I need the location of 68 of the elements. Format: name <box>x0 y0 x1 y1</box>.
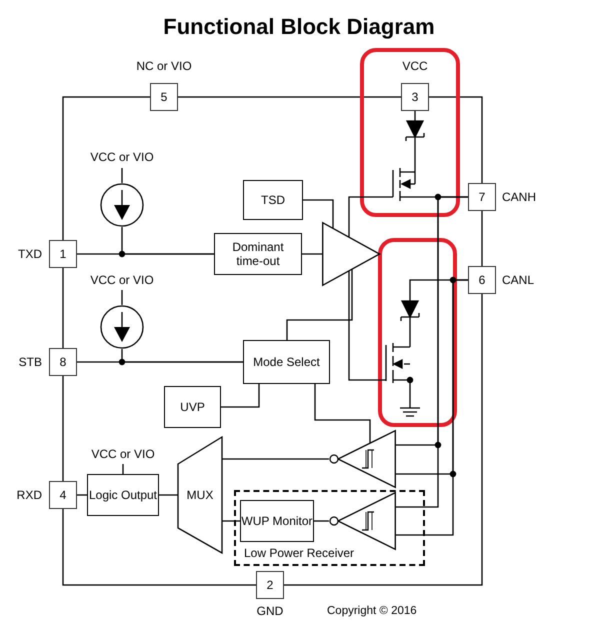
wire <box>314 384 371 443</box>
pin-number: 7 <box>478 190 486 204</box>
pin-label: VCC <box>402 59 428 73</box>
block-box <box>87 474 159 516</box>
wire <box>409 279 468 295</box>
pin-label: TXD <box>18 247 42 261</box>
supply-label: VCC or VIO <box>91 447 155 461</box>
wire <box>348 196 393 237</box>
block-label: MUX <box>186 488 214 502</box>
pin-label: CANL <box>502 273 534 287</box>
wire <box>159 494 178 496</box>
block-box <box>164 386 221 428</box>
pin-number: 6 <box>478 272 486 288</box>
block-label: TSD <box>261 192 285 208</box>
wire <box>77 494 87 496</box>
wire <box>302 253 322 255</box>
wire <box>303 199 334 228</box>
block-label: Mode Select <box>253 354 320 370</box>
pin-label: RXD <box>16 488 42 502</box>
dashed-group-box <box>234 490 425 566</box>
pin-label: NC or VIO <box>136 59 192 73</box>
wire <box>121 349 243 363</box>
pin-label: CANH <box>502 190 536 204</box>
wire <box>286 269 353 340</box>
comparator-symbol <box>329 492 396 550</box>
driver-amplifier-symbol <box>322 222 380 286</box>
multiplexer-shape <box>178 437 222 553</box>
wire <box>222 520 240 522</box>
transistor-symbol <box>393 120 425 202</box>
pin-number: 5 <box>160 90 168 104</box>
pin-label: STB <box>18 355 42 369</box>
copyright-note: Copyright © 2016 <box>327 605 417 617</box>
pin-number: 8 <box>60 354 66 370</box>
block-label: WUP Monitor <box>241 514 313 528</box>
comparator-symbol <box>329 430 396 488</box>
pin-box <box>256 571 284 599</box>
block-label: Dominant time-out <box>231 240 285 268</box>
block-box <box>240 500 314 542</box>
block-box <box>243 180 303 220</box>
pin-number: 2 <box>266 578 274 592</box>
wire <box>348 271 386 381</box>
block-label: Logic Output <box>88 488 158 502</box>
transistor-symbol <box>386 295 421 418</box>
wire <box>314 520 329 522</box>
pin-number: 4 <box>60 488 66 502</box>
current-source-symbol <box>100 305 144 349</box>
pin-box <box>49 348 77 376</box>
wire <box>121 227 214 255</box>
pin-box <box>49 240 77 268</box>
supply-label: VCC or VIO <box>90 273 154 287</box>
block-box <box>243 340 330 384</box>
block-label: UVP <box>180 400 205 414</box>
pin-box <box>468 266 496 294</box>
wire <box>221 384 260 408</box>
block-box <box>214 233 302 275</box>
wire <box>425 196 468 198</box>
wire <box>222 458 329 460</box>
pin-box <box>468 183 496 211</box>
supply-label: VCC or VIO <box>90 150 154 164</box>
pin-box <box>150 83 178 111</box>
pin-number: 1 <box>60 246 66 262</box>
group-label: Low Power Receiver <box>244 546 354 560</box>
pin-label: GND <box>256 604 284 618</box>
pin-number: 3 <box>412 90 418 104</box>
diagram-title: Functional Block Diagram <box>162 14 436 40</box>
pin-box <box>49 481 77 509</box>
pin-box <box>401 83 429 111</box>
current-source-symbol <box>100 183 144 227</box>
